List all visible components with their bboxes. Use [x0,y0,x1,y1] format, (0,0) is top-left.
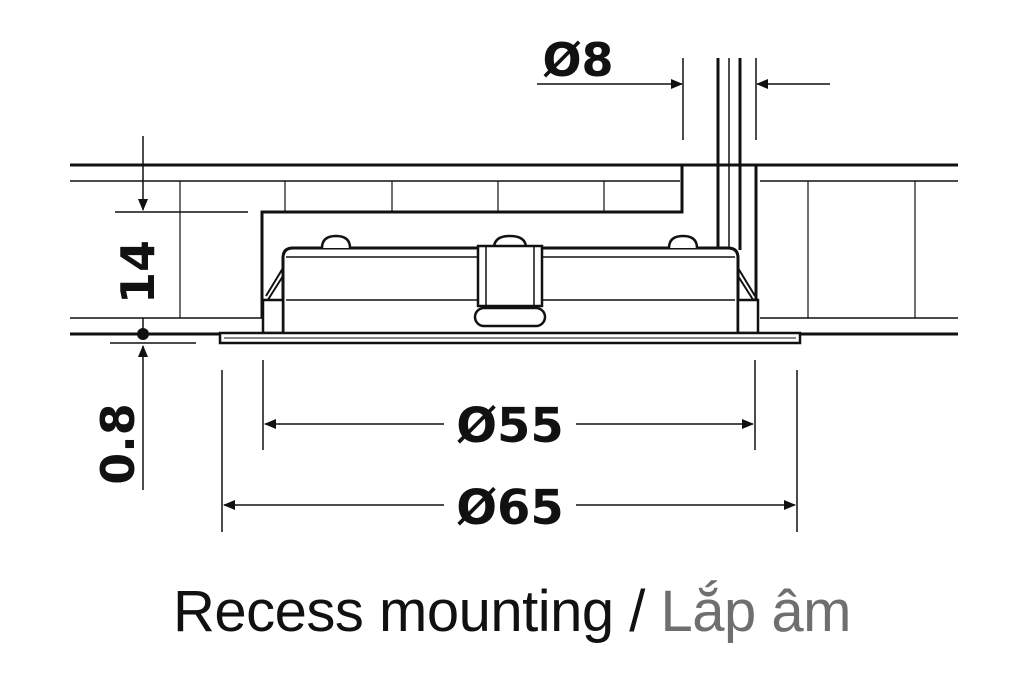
dimension-pipe-diameter [537,58,830,140]
dimension-outer-diameter [221,370,798,532]
rim-thickness-label: 0.8 [91,403,145,485]
dimension-cutout-diameter [262,360,756,450]
dimension-dot [137,328,149,340]
recess-depth-label: 14 [111,240,165,304]
cutout-diameter-label: Ø55 [456,398,564,454]
caption-english: Recess mounting [173,579,614,644]
caption-separator: / [613,579,661,644]
caption: Recess mounting / Lắp âm [0,572,1024,652]
dimension-recess-depth [110,136,248,490]
pipe-diameter-label: Ø8 [542,33,613,87]
caption-vietnamese: Lắp âm [660,579,852,644]
outer-diameter-label: Ø65 [456,480,564,536]
cable [716,58,742,250]
light-housing [218,234,802,345]
